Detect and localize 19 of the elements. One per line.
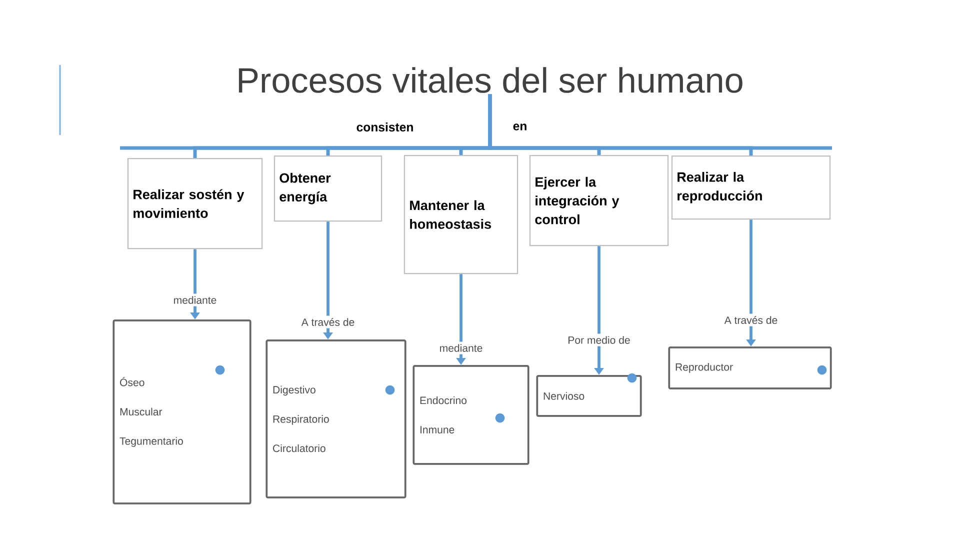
title-text: Procesos vitales del ser humano (238, 67, 742, 93)
process-box: Realizar la reproducción (671, 156, 831, 220)
edge-label: mediante (436, 342, 486, 354)
connector-line (488, 94, 753, 156)
process-box: Obtener energía (274, 156, 382, 222)
edge-label: A través de (299, 316, 358, 328)
system-list-box: Óseo Muscular Tegumentario (112, 320, 252, 504)
system-list-box: Endocrino Inmune (412, 365, 530, 465)
edge-label: Por medio de (565, 334, 633, 346)
connector-word: consisten (356, 122, 413, 132)
connector-word: en (513, 124, 526, 130)
process-box: Ejercer la integración y control (529, 155, 669, 246)
system-list-box: Digestivo Respiratorio Circulatorio (266, 340, 406, 498)
edge-label: A través de (722, 314, 780, 326)
edge-label: mediante (170, 294, 220, 306)
system-list-box: Reproductor (668, 346, 832, 390)
process-box: Mantener la homeostasis (404, 155, 518, 274)
system-list-box: Nervioso (536, 375, 642, 417)
process-box: Realizar sostén y movimiento (127, 158, 263, 250)
